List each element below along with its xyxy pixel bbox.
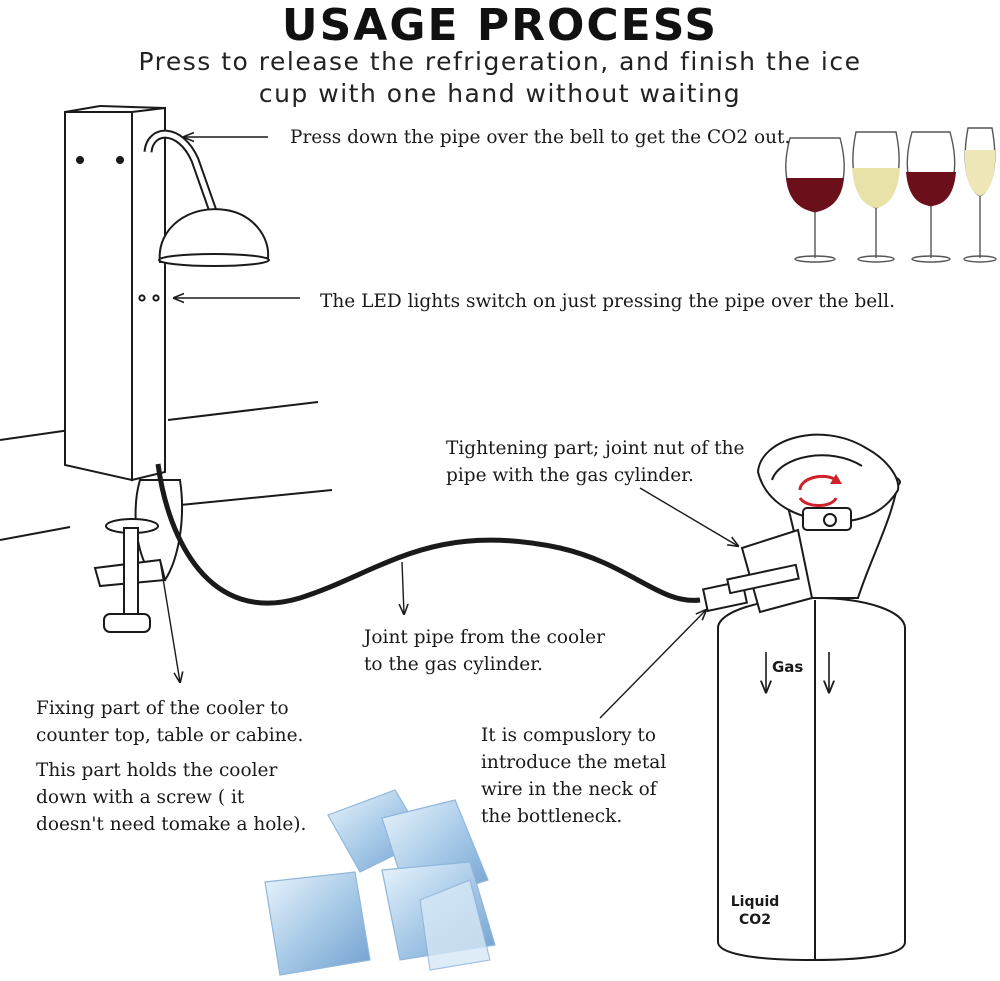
annotation-tightening-line-1: Tightening part; joint nut of the <box>446 438 745 459</box>
wine-glass-red-1 <box>785 137 845 263</box>
joint-pipe <box>155 463 701 606</box>
subtitle-line-1: Press to release the refrigeration, and … <box>138 47 862 76</box>
annotation-arrows <box>159 137 738 719</box>
annotation-fixing-line-2: counter top, table or cabine. <box>36 725 304 746</box>
annotation-wire-line-4: the bottleneck. <box>481 806 623 827</box>
wine-glass-white <box>852 131 900 263</box>
annotation-tightening-part: Tightening part; joint nut of the pipe w… <box>446 435 744 489</box>
subtitle-line-2: cup with one hand without waiting <box>258 79 742 108</box>
annotation-joint-pipe-line-1: Joint pipe from the cooler <box>364 627 605 648</box>
cooler-tower <box>64 105 166 482</box>
annotation-wire-line-2: introduce the metal <box>481 752 667 773</box>
gas-flow-arrows <box>766 652 829 692</box>
annotation-fixing-line-1: Fixing part of the cooler to <box>36 698 289 719</box>
counter-top <box>0 401 333 541</box>
annotation-joint-pipe: Joint pipe from the cooler to the gas cy… <box>364 624 605 678</box>
cylinder-liquid-co2-label: Liquid CO2 <box>730 893 780 929</box>
cylinder-co2-label: CO2 <box>739 912 771 928</box>
table-clamp <box>93 479 183 633</box>
annotation-metal-wire: It is compuslory to introduce the metal … <box>481 722 666 830</box>
annotation-holds-line-3: doesn't need tomake a hole). <box>36 814 307 835</box>
page-subtitle: Press to release the refrigeration, and … <box>100 46 900 110</box>
cylinder-liquid-label: Liquid <box>730 894 780 910</box>
annotation-wire-line-1: It is compuslory to <box>481 725 657 746</box>
rotation-arrow-icon <box>798 474 842 507</box>
wine-glass-red-2 <box>906 131 956 263</box>
annotation-wire-line-3: wire in the neck of <box>481 779 657 800</box>
annotation-press-pipe: Press down the pipe over the bell to get… <box>290 127 791 148</box>
cylinder-gas-label: Gas <box>772 658 804 676</box>
annotation-joint-pipe-line-2: to the gas cylinder. <box>364 654 543 675</box>
annotation-tightening-line-2: pipe with the gas cylinder. <box>446 465 694 486</box>
annotation-holds-line-1: This part holds the cooler <box>36 760 278 781</box>
ice-cubes <box>264 789 496 976</box>
bell-nozzle <box>143 129 270 267</box>
annotation-holds-cooler: This part holds the cooler down with a s… <box>36 757 306 838</box>
page-title: USAGE PROCESS <box>281 0 719 51</box>
annotation-fixing-part: Fixing part of the cooler to counter top… <box>36 695 303 749</box>
gas-cylinder <box>701 433 906 962</box>
annotation-led-lights: The LED lights switch on just pressing t… <box>320 291 895 312</box>
champagne-glass <box>963 127 997 263</box>
annotation-holds-line-2: down with a screw ( it <box>36 787 245 808</box>
